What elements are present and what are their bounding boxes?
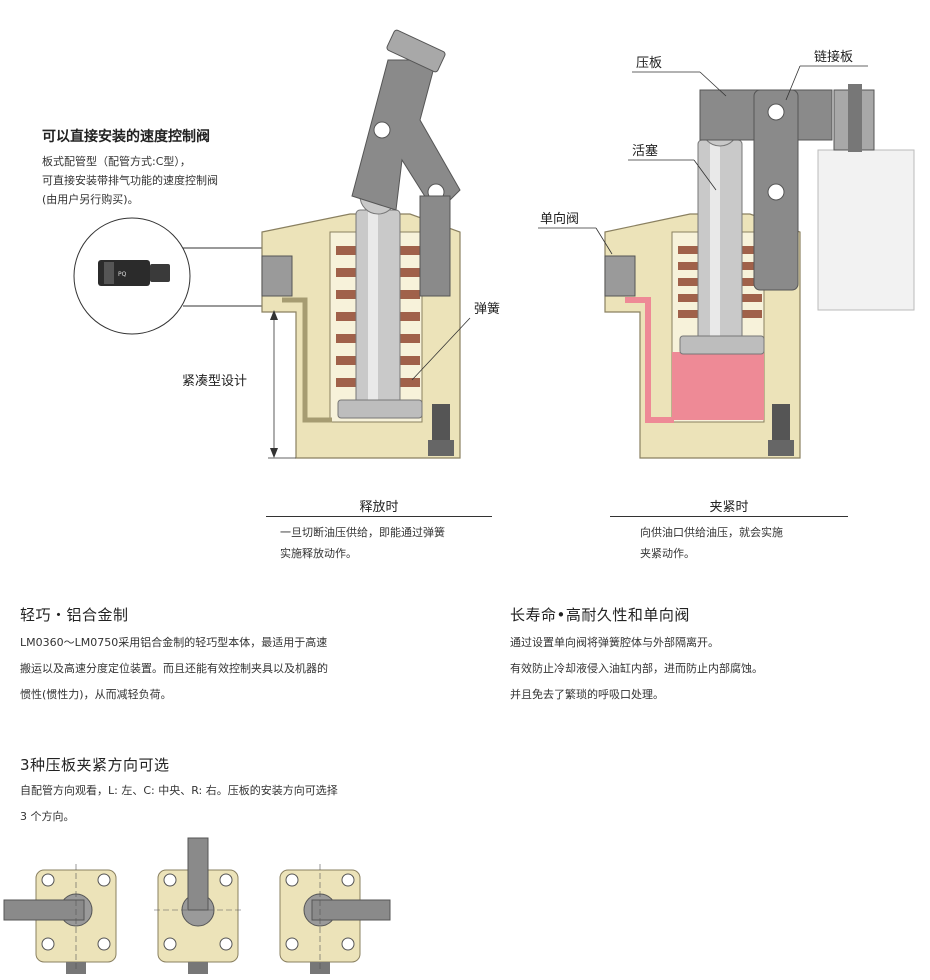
feature-life-line: 通过设置单向阀将弹簧腔体与外部隔离开。 bbox=[510, 636, 719, 649]
label-link-plate: 链接板 bbox=[814, 50, 854, 65]
feature-life-title: 长寿命•高耐久性和单向阀 bbox=[510, 606, 690, 624]
clamp-caption-line: 向供油口供给油压，就会实施 bbox=[640, 526, 783, 539]
valve-callout-line: 板式配管型（配管方式:C型）， bbox=[42, 155, 191, 168]
feature-directions-line: 3 个方向。 bbox=[20, 810, 75, 823]
label-piston: 活塞 bbox=[632, 144, 659, 159]
feature-life-text: 通过设置单向阀将弹簧腔体与外部隔离开。 有效防止冷却液侵入油缸内部，进而防止内部… bbox=[510, 630, 763, 708]
label-clamp-plate: 压板 bbox=[636, 56, 663, 71]
feature-life-line: 有效防止冷却液侵入油缸内部，进而防止内部腐蚀。 bbox=[510, 662, 763, 675]
release-caption-text: 一旦切断油压供给，即能通过弹簧 实施释放动作。 bbox=[280, 522, 445, 564]
feature-life-line: 并且免去了繁琐的呼吸口处理。 bbox=[510, 688, 664, 701]
feature-directions-text: 自配管方向观看，L: 左、C: 中央、R: 右。压板的安装方向可选择 3 个方向… bbox=[20, 778, 338, 830]
label-spring: 弹簧 bbox=[474, 302, 501, 317]
feature-light-line: 搬运以及高速分度定位装置。而且还能有效控制夹具以及机器的 bbox=[20, 662, 328, 675]
valve-callout-title: 可以直接安装的速度控制阀 bbox=[42, 129, 210, 145]
release-caption-title: 释放时 bbox=[359, 500, 399, 515]
direction-center-block bbox=[154, 837, 242, 974]
label-compact-design: 紧凑型设计 bbox=[182, 374, 248, 389]
clamp-spring bbox=[678, 246, 762, 318]
feature-light-line: LM0360～LM0750采用铝合金制的轻巧型本体，最适用于高速 bbox=[20, 636, 328, 649]
release-caption-line: 一旦切断油压供给，即能通过弹簧 bbox=[280, 526, 445, 539]
valve-callout-line: 可直接安装带排气功能的速度控制阀 bbox=[42, 174, 218, 187]
feature-directions-title: 3种压板夹紧方向可选 bbox=[20, 756, 170, 774]
clamp-caption-rule bbox=[610, 516, 848, 517]
valve-callout-line: (由用户另行购买)。 bbox=[42, 193, 139, 206]
release-caption-line: 实施释放动作。 bbox=[280, 547, 357, 560]
clamp-caption-title: 夹紧时 bbox=[709, 500, 749, 515]
direction-left-block bbox=[3, 864, 117, 974]
label-check-valve: 单向阀 bbox=[540, 212, 580, 227]
feature-light-title: 轻巧・铝合金制 bbox=[20, 606, 129, 624]
valve-callout-text: 板式配管型（配管方式:C型）， 可直接安装带排气功能的速度控制阀 (由用户另行购… bbox=[42, 152, 218, 209]
feature-directions-line: 自配管方向观看，L: 左、C: 中央、R: 右。压板的安装方向可选择 bbox=[20, 784, 338, 797]
feature-light-text: LM0360～LM0750采用铝合金制的轻巧型本体，最适用于高速 搬运以及高速分… bbox=[20, 630, 328, 708]
clamp-caption-text: 向供油口供给油压，就会实施 夹紧动作。 bbox=[640, 522, 783, 564]
feature-light-line: 惯性(惯性力)，从而减轻负荷。 bbox=[20, 688, 172, 701]
direction-right-block bbox=[279, 864, 391, 974]
release-caption-rule bbox=[266, 516, 492, 517]
clamp-caption-line: 夹紧动作。 bbox=[640, 547, 695, 560]
release-spring bbox=[336, 246, 420, 387]
